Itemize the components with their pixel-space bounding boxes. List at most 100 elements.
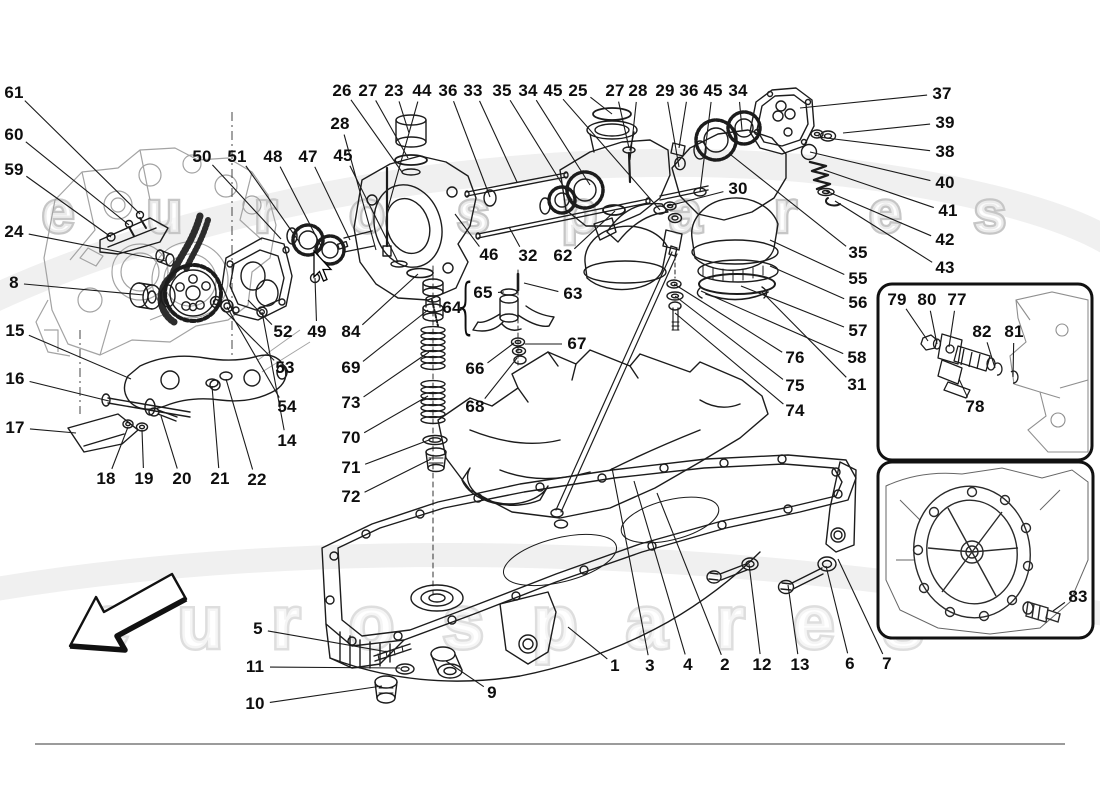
leader-line-75: [674, 295, 784, 380]
leader-line-50: [212, 164, 282, 240]
part-label-30: 30: [728, 179, 748, 198]
leader-line-57: [740, 285, 845, 328]
engine-block: [35, 147, 311, 373]
leader-line-39: [842, 123, 931, 134]
leader-line-52: [247, 299, 273, 325]
leader-line-41: [823, 169, 934, 209]
part-label-39: 39: [935, 113, 955, 132]
part-label-36: 36: [438, 81, 458, 100]
part-label-52: 52: [273, 322, 293, 341]
leader-line-23: [398, 101, 410, 134]
oil-pickup-strainers: [583, 197, 779, 301]
leader-line-28: [629, 101, 637, 161]
part-label-47: 47: [298, 147, 318, 166]
part-label-69: 69: [341, 358, 361, 377]
part-label-59: 59: [4, 160, 24, 179]
leader-line-53: [216, 302, 275, 361]
inset-box-sensor: [876, 282, 1094, 462]
leader-line-81: [1012, 342, 1015, 378]
leader-line-13: [787, 584, 799, 655]
part-label-8: 8: [9, 273, 19, 292]
part-label-67: 67: [567, 334, 587, 353]
leader-line-34: [738, 101, 743, 131]
part-label-2: 2: [720, 655, 730, 674]
part-label-45: 45: [333, 146, 353, 165]
part-label-40: 40: [935, 173, 955, 192]
leader-line-73: [363, 351, 430, 398]
part-label-38: 38: [935, 142, 955, 161]
leader-line-51: [245, 165, 301, 244]
part-label-43: 43: [935, 258, 955, 277]
part-label-61: 61: [4, 83, 24, 102]
part-label-75: 75: [785, 376, 805, 395]
part-label-18: 18: [96, 469, 116, 488]
leader-line-69: [362, 309, 429, 362]
pickup-fasteners: [666, 279, 684, 331]
pump-cover-plate: [749, 87, 815, 155]
part-label-84: 84: [341, 322, 361, 341]
leader-line-83: [1052, 601, 1066, 612]
part-label-23: 23: [384, 81, 404, 100]
part-label-9: 9: [487, 683, 497, 702]
pump-gear-shaft: [286, 223, 375, 284]
part-label-4: 4: [683, 655, 693, 674]
leader-line-19: [141, 429, 144, 469]
part-label-25: 25: [568, 81, 588, 100]
part-label-35: 35: [492, 81, 512, 100]
part-label-14: 14: [277, 431, 297, 450]
leader-line-31: [760, 290, 847, 378]
part-label-7: 7: [882, 654, 892, 673]
part-label-27: 27: [358, 81, 378, 100]
leader-line-63: [523, 282, 559, 293]
sump-bolts: [706, 556, 837, 595]
leader-line-84: [361, 273, 419, 326]
part-label-46: 46: [479, 245, 499, 264]
part-label-55: 55: [848, 269, 868, 288]
part-label-10: 10: [245, 694, 265, 713]
leader-line-24: [28, 233, 167, 262]
leader-line-26: [350, 99, 403, 173]
leader-line-35: [509, 99, 573, 201]
part-label-68: 68: [465, 397, 485, 416]
leader-line-45: [562, 98, 661, 211]
leader-line-59: [26, 175, 112, 238]
part-label-15: 15: [5, 321, 25, 340]
part-label-64: 64: [442, 298, 462, 317]
leader-line-6: [825, 565, 849, 654]
leader-line-77: [948, 310, 956, 348]
part-label-73: 73: [341, 393, 361, 412]
part-label-81: 81: [1004, 322, 1024, 341]
leader-line-38: [817, 136, 931, 152]
leader-line-4: [633, 480, 686, 655]
part-label-50: 50: [192, 147, 212, 166]
part-label-42: 42: [935, 230, 955, 249]
leader-line-55: [769, 239, 845, 276]
part-label-28: 28: [330, 114, 350, 133]
part-label-79: 79: [887, 290, 907, 309]
part-label-19: 19: [134, 469, 154, 488]
leader-lines: [23, 94, 1066, 704]
leader-line-11: [269, 666, 401, 669]
camshaft-sprocket: [160, 263, 223, 323]
leader-line-60: [25, 141, 130, 226]
tensioner-arm-assembly: [67, 354, 288, 453]
part-label-76: 76: [785, 348, 805, 367]
leader-line-28: [343, 134, 377, 251]
leader-line-27: [618, 101, 630, 149]
part-label-44: 44: [412, 81, 432, 100]
part-label-53: 53: [275, 358, 295, 377]
leader-line-46: [454, 213, 480, 247]
part-label-83: 83: [1068, 587, 1088, 606]
part-label-77: 77: [947, 290, 967, 309]
leader-line-14: [261, 311, 285, 431]
leader-line-80: [929, 310, 938, 345]
hub-bushing: [129, 282, 162, 310]
leader-line-7: [837, 558, 884, 655]
mouse-cursor: [313, 249, 333, 282]
part-label-41: 41: [938, 201, 958, 220]
leader-line-20: [160, 415, 178, 469]
part-label-80: 80: [917, 290, 937, 309]
part-label-12: 12: [752, 655, 772, 674]
leader-line-54: [226, 306, 280, 398]
part-label-6: 6: [845, 654, 855, 673]
